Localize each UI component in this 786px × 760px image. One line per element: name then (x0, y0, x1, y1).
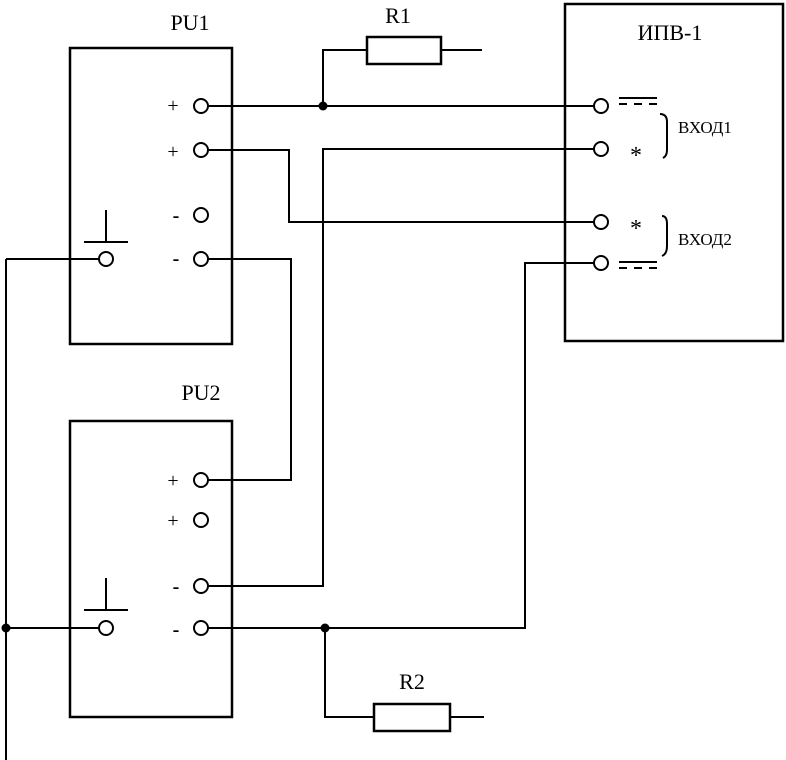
ipv-block (563, 2, 785, 343)
pu1-minus-2-sign: - (173, 248, 180, 270)
wire-pu2-minus2-to-ipv (208, 262, 594, 629)
ipv-star-1: * (630, 143, 642, 169)
pu2-plus-1-sign: + (167, 470, 178, 492)
resistor-r1-label: R1 (385, 3, 411, 28)
pu1-plus-1-sign: + (167, 95, 178, 117)
input1-bracket-icon (659, 113, 668, 159)
pu1-terminal-ground (98, 251, 114, 267)
pu2-title: PU2 (181, 380, 220, 405)
pu1-terminal-minus-1 (193, 207, 209, 223)
pu2-terminal-plus-1 (193, 472, 209, 488)
pu2-terminal-minus-2 (193, 620, 209, 636)
pu2-minus-2-sign: - (173, 619, 180, 641)
input1-label: ВХОД1 (678, 118, 732, 137)
pu1-block (68, 46, 234, 346)
pu2-minus-1-sign: - (173, 576, 180, 598)
wire-r1-branch (322, 49, 367, 106)
junction-dot (320, 623, 330, 633)
ipv-terminal-4 (593, 255, 609, 271)
wire-r2-branch (324, 628, 374, 718)
pu2-terminal-minus-1 (193, 578, 209, 594)
dc-symbol-icon (619, 97, 657, 105)
pu1-plus-2-sign: + (167, 141, 178, 163)
pu1-terminal-plus-1 (193, 98, 209, 114)
ipv-terminal-3 (593, 214, 609, 230)
wire-pu1-minus2-to-pu2-plus1 (208, 258, 292, 481)
ipv-star-2: * (630, 216, 642, 242)
junction-dot (318, 101, 328, 111)
wire-pu1-plus2-to-ipv (208, 149, 594, 223)
junction-dot (1, 623, 11, 633)
pu1-title: PU1 (170, 10, 209, 35)
ipv-terminal-2 (593, 141, 609, 157)
pu1-terminal-minus-2 (193, 251, 209, 267)
resistor-r2-label: R2 (399, 669, 425, 694)
resistor-r2 (372, 702, 452, 733)
ipv-title: ИПВ-1 (638, 20, 703, 45)
ipv-terminal-1 (593, 98, 609, 114)
input2-label: ВХОД2 (678, 230, 732, 249)
pu2-plus-2-sign: + (167, 510, 178, 532)
pu2-block (68, 419, 234, 719)
pu1-minus-1-sign: - (173, 205, 180, 227)
pu2-terminal-ground (98, 620, 114, 636)
pu2-terminal-plus-2 (193, 512, 209, 528)
pu1-ground-icon (84, 210, 128, 243)
pu1-terminal-plus-2 (193, 142, 209, 158)
dc-symbol-icon (619, 261, 657, 269)
pu2-ground-icon (84, 578, 128, 611)
resistor-r1 (365, 35, 443, 66)
input2-bracket-icon (661, 215, 668, 257)
wire-pu2-minus1-to-ipv (208, 148, 594, 587)
